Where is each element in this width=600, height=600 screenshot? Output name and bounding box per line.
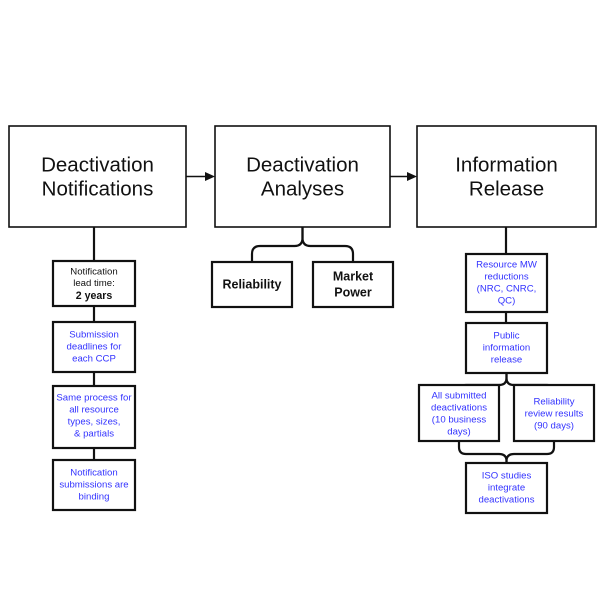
node-line: information (483, 343, 530, 354)
node-line: each CCP (72, 354, 116, 365)
node-line: Same process for (56, 393, 132, 404)
stage-title-line1: Information (455, 153, 558, 176)
node-line: & partials (74, 429, 114, 440)
node-line: Public (493, 331, 519, 342)
node-line: Reliability (533, 397, 574, 408)
node-market-power[interactable]: Market Power (311, 260, 395, 309)
stage-title-line2: Analyses (261, 177, 344, 200)
node-line: Notification (70, 267, 117, 278)
node-line: Reliability (222, 277, 281, 291)
node-line: Market (333, 269, 374, 283)
node-reliability-review-results[interactable]: Reliability review results (90 days) (512, 383, 596, 443)
connector-analyses-fork (250, 227, 355, 262)
node-line: QC) (498, 296, 516, 307)
arrow-notifications-to-analyses (186, 172, 215, 181)
node-line: Submission (69, 330, 119, 341)
node-line: All submitted (432, 391, 487, 402)
stage-deactivation-notifications[interactable]: Deactivation Notifications (8, 125, 187, 228)
node-line: deactivations (479, 495, 535, 506)
node-line: types, sizes, (68, 417, 121, 428)
node-line: (90 days) (534, 421, 574, 432)
node-submission-deadlines[interactable]: Submission deadlines for each CCP (51, 320, 137, 374)
node-public-information-release[interactable]: Public information release (464, 321, 549, 375)
node-same-process[interactable]: Same process for all resource types, siz… (51, 384, 137, 450)
node-line: ISO studies (482, 471, 532, 482)
node-all-submitted-deactivations[interactable]: All submitted deactivations (10 business… (417, 383, 501, 443)
node-line: deactivations (431, 403, 487, 414)
node-line: 2 years (76, 290, 113, 302)
node-line: days) (447, 427, 470, 438)
node-line: (10 business (432, 415, 487, 426)
node-line: review results (525, 409, 584, 420)
node-line: Notification (70, 468, 117, 479)
stage-title-line1: Deactivation (41, 153, 154, 176)
node-line: integrate (488, 483, 525, 494)
arrow-analyses-to-release (390, 172, 417, 181)
node-iso-studies[interactable]: ISO studies integrate deactivations (464, 461, 549, 515)
node-line: (NRC, CNRC, (477, 284, 537, 295)
stage-deactivation-analyses[interactable]: Deactivation Analyses (214, 125, 391, 228)
node-line: reductions (484, 272, 528, 283)
stage-title-line2: Notifications (42, 177, 154, 200)
node-line: deadlines for (67, 342, 123, 353)
node-notification-lead-time[interactable]: Notification lead time: 2 years (51, 259, 137, 308)
node-line: submissions are (59, 480, 128, 491)
stage-title-line2: Release (469, 177, 544, 200)
connector-release-merge (457, 441, 556, 463)
node-line: Resource MW (476, 260, 538, 271)
node-line: lead time: (73, 278, 115, 289)
node-notification-binding[interactable]: Notification submissions are binding (51, 458, 137, 512)
node-resource-mw-reductions[interactable]: Resource MW reductions (NRC, CNRC, QC) (464, 252, 549, 314)
node-reliability[interactable]: Reliability (210, 260, 294, 309)
node-line: all resource (69, 405, 119, 416)
stage-information-release[interactable]: Information Release (416, 125, 597, 228)
node-line: Power (334, 285, 372, 299)
node-line: release (491, 355, 522, 366)
node-line: binding (79, 492, 110, 503)
stage-title-line1: Deactivation (246, 153, 359, 176)
